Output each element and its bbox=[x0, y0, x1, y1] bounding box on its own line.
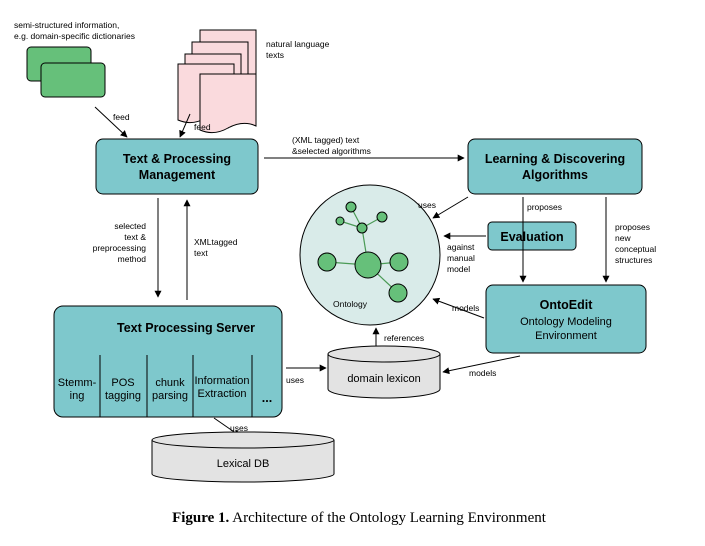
proposes-new-label-1: proposes bbox=[615, 222, 650, 232]
text-processing-management-box bbox=[95, 138, 259, 195]
learning-discovering-title-2: Algorithms bbox=[522, 168, 588, 182]
module-chunk-1: chunk bbox=[155, 377, 185, 389]
selected-text-label-2: text & bbox=[124, 232, 146, 242]
proposes-new-label-3: conceptual bbox=[615, 244, 656, 254]
selected-text-label-3: preprocessing bbox=[93, 243, 147, 253]
learning-discovering-box bbox=[467, 138, 643, 195]
xml-text-label-2: &selected algorithms bbox=[292, 146, 371, 156]
lexical-db-label: Lexical DB bbox=[217, 458, 270, 470]
caption-text: Architecture of the Ontology Learning En… bbox=[232, 510, 546, 526]
ontoedit-title: OntoEdit bbox=[540, 298, 594, 312]
selected-text-label-1: selected bbox=[114, 221, 146, 231]
module-pos-1: POS bbox=[111, 377, 134, 389]
learning-discovering-title-1: Learning & Discovering bbox=[485, 152, 625, 166]
caption-label: Figure 1. bbox=[172, 510, 229, 526]
module-more: ... bbox=[262, 391, 272, 405]
uses-ontology-arrow bbox=[432, 196, 469, 219]
evaluation-title: Evaluation bbox=[500, 230, 563, 244]
uses-lexicon-label: uses bbox=[286, 375, 304, 385]
proposes-new-label-4: structures bbox=[615, 255, 652, 265]
ontoedit-sub-1: Ontology Modeling bbox=[520, 316, 612, 328]
feed-left-label: feed bbox=[113, 112, 130, 122]
semi-structured-label-1: semi-structured information, bbox=[14, 20, 119, 30]
xml-text-label-1: (XML tagged) text bbox=[292, 135, 360, 145]
semi-structured-info-icon bbox=[26, 46, 106, 98]
models-ontology-arrow bbox=[432, 297, 485, 319]
semi-structured-label-2: e.g. domain-specific dictionaries bbox=[14, 31, 135, 41]
xmltagged-text-label-2: text bbox=[194, 248, 208, 258]
text-processing-management-title-1: Text & Processing bbox=[123, 152, 231, 166]
natural-language-label-2: texts bbox=[266, 50, 284, 60]
text-processing-server-box bbox=[53, 305, 283, 418]
xmltagged-text-label-1: XMLtagged bbox=[194, 237, 238, 247]
ontology-label: Ontology bbox=[333, 299, 368, 309]
models-upper-label: models bbox=[452, 303, 479, 313]
feed-left-arrow bbox=[94, 106, 128, 138]
feed-right-label: feed bbox=[194, 122, 211, 132]
server-module-dividers bbox=[99, 355, 253, 417]
module-chunk-2: parsing bbox=[152, 390, 188, 402]
ontoedit-sub-2: Environment bbox=[535, 330, 597, 342]
uses-ontology-label: uses bbox=[418, 200, 436, 210]
against-label-3: model bbox=[447, 264, 470, 274]
models-lexicon-arrow bbox=[442, 355, 521, 375]
domain-lexicon-cylinder bbox=[327, 345, 441, 399]
figure-caption: Figure 1. Architecture of the Ontology L… bbox=[172, 510, 547, 526]
module-stemming-2: ing bbox=[70, 390, 85, 402]
text-processing-management-title-2: Management bbox=[139, 168, 216, 182]
module-ie-1: Information bbox=[194, 375, 249, 387]
lexical-db-cylinder bbox=[151, 431, 335, 483]
against-label-1: against bbox=[447, 242, 475, 252]
module-ie-2: Extraction bbox=[198, 388, 247, 400]
uses-db-label: uses bbox=[230, 423, 248, 433]
references-label: references bbox=[384, 333, 424, 343]
text-processing-server-title: Text Processing Server bbox=[117, 321, 255, 335]
module-pos-2: tagging bbox=[105, 390, 141, 402]
evaluation-box bbox=[487, 221, 577, 251]
ontology-nodes bbox=[317, 201, 409, 303]
natural-language-label-1: natural language bbox=[266, 39, 330, 49]
proposes-label: proposes bbox=[527, 202, 562, 212]
models-lower-label: models bbox=[469, 368, 496, 378]
feed-right-arrow bbox=[179, 113, 191, 138]
module-stemming-1: Stemm- bbox=[58, 377, 97, 389]
against-label-2: manual bbox=[447, 253, 475, 263]
proposes-new-label-2: new bbox=[615, 233, 631, 243]
natural-language-texts-icon bbox=[177, 29, 257, 134]
domain-lexicon-label: domain lexicon bbox=[347, 373, 420, 385]
selected-text-label-4: method bbox=[118, 254, 147, 264]
ontoedit-box bbox=[485, 284, 647, 354]
